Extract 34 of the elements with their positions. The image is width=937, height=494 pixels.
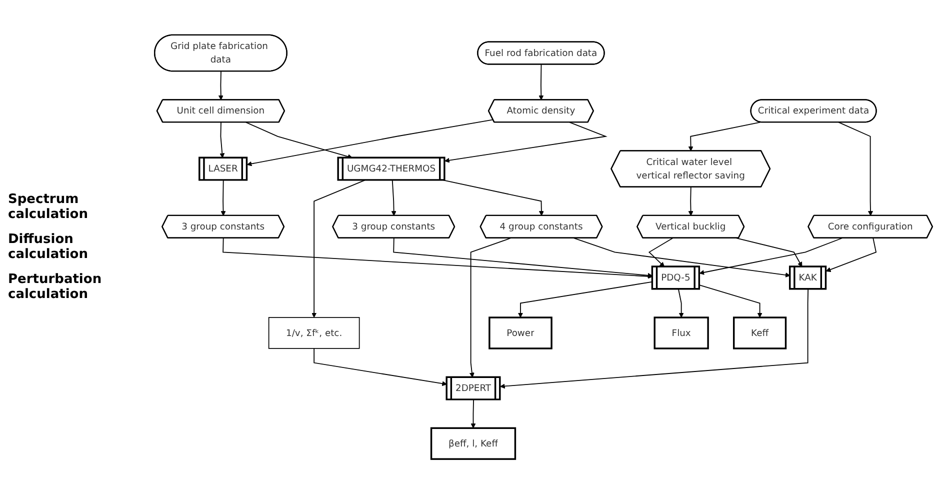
arrow <box>220 122 225 158</box>
note-text: Spectrum calculation <box>8 192 89 222</box>
arrow <box>648 238 674 267</box>
arrow <box>699 284 762 318</box>
arrow <box>573 238 790 278</box>
note-text: Diffusion calculation <box>8 232 89 262</box>
arrow <box>736 238 802 267</box>
node-box: Flux <box>654 316 709 350</box>
arrow <box>470 399 476 428</box>
arrow <box>222 238 653 279</box>
arrow <box>838 122 874 216</box>
arrow <box>220 180 226 216</box>
node-box: Power <box>488 316 552 350</box>
arrow <box>688 186 694 216</box>
arrow <box>500 288 809 389</box>
note-text: Perturbation calculation <box>8 272 103 302</box>
arrow <box>826 238 877 272</box>
arrow <box>444 122 608 163</box>
node-box: Keff <box>732 316 787 350</box>
arrow <box>442 180 544 216</box>
node-box: 1/v, Σfᵏ, etc. <box>268 317 360 349</box>
arrow <box>393 238 653 278</box>
arrow <box>312 180 366 318</box>
arrow <box>314 348 448 386</box>
arrow <box>678 288 684 318</box>
arrow <box>518 281 653 318</box>
arrow <box>391 180 396 216</box>
node-box: βeff, l, Keff <box>430 427 516 460</box>
arrow <box>218 70 224 100</box>
arrow <box>699 238 843 275</box>
arrow <box>246 119 494 166</box>
arrow <box>688 122 762 152</box>
arrow <box>469 238 512 378</box>
arrow <box>538 64 544 100</box>
